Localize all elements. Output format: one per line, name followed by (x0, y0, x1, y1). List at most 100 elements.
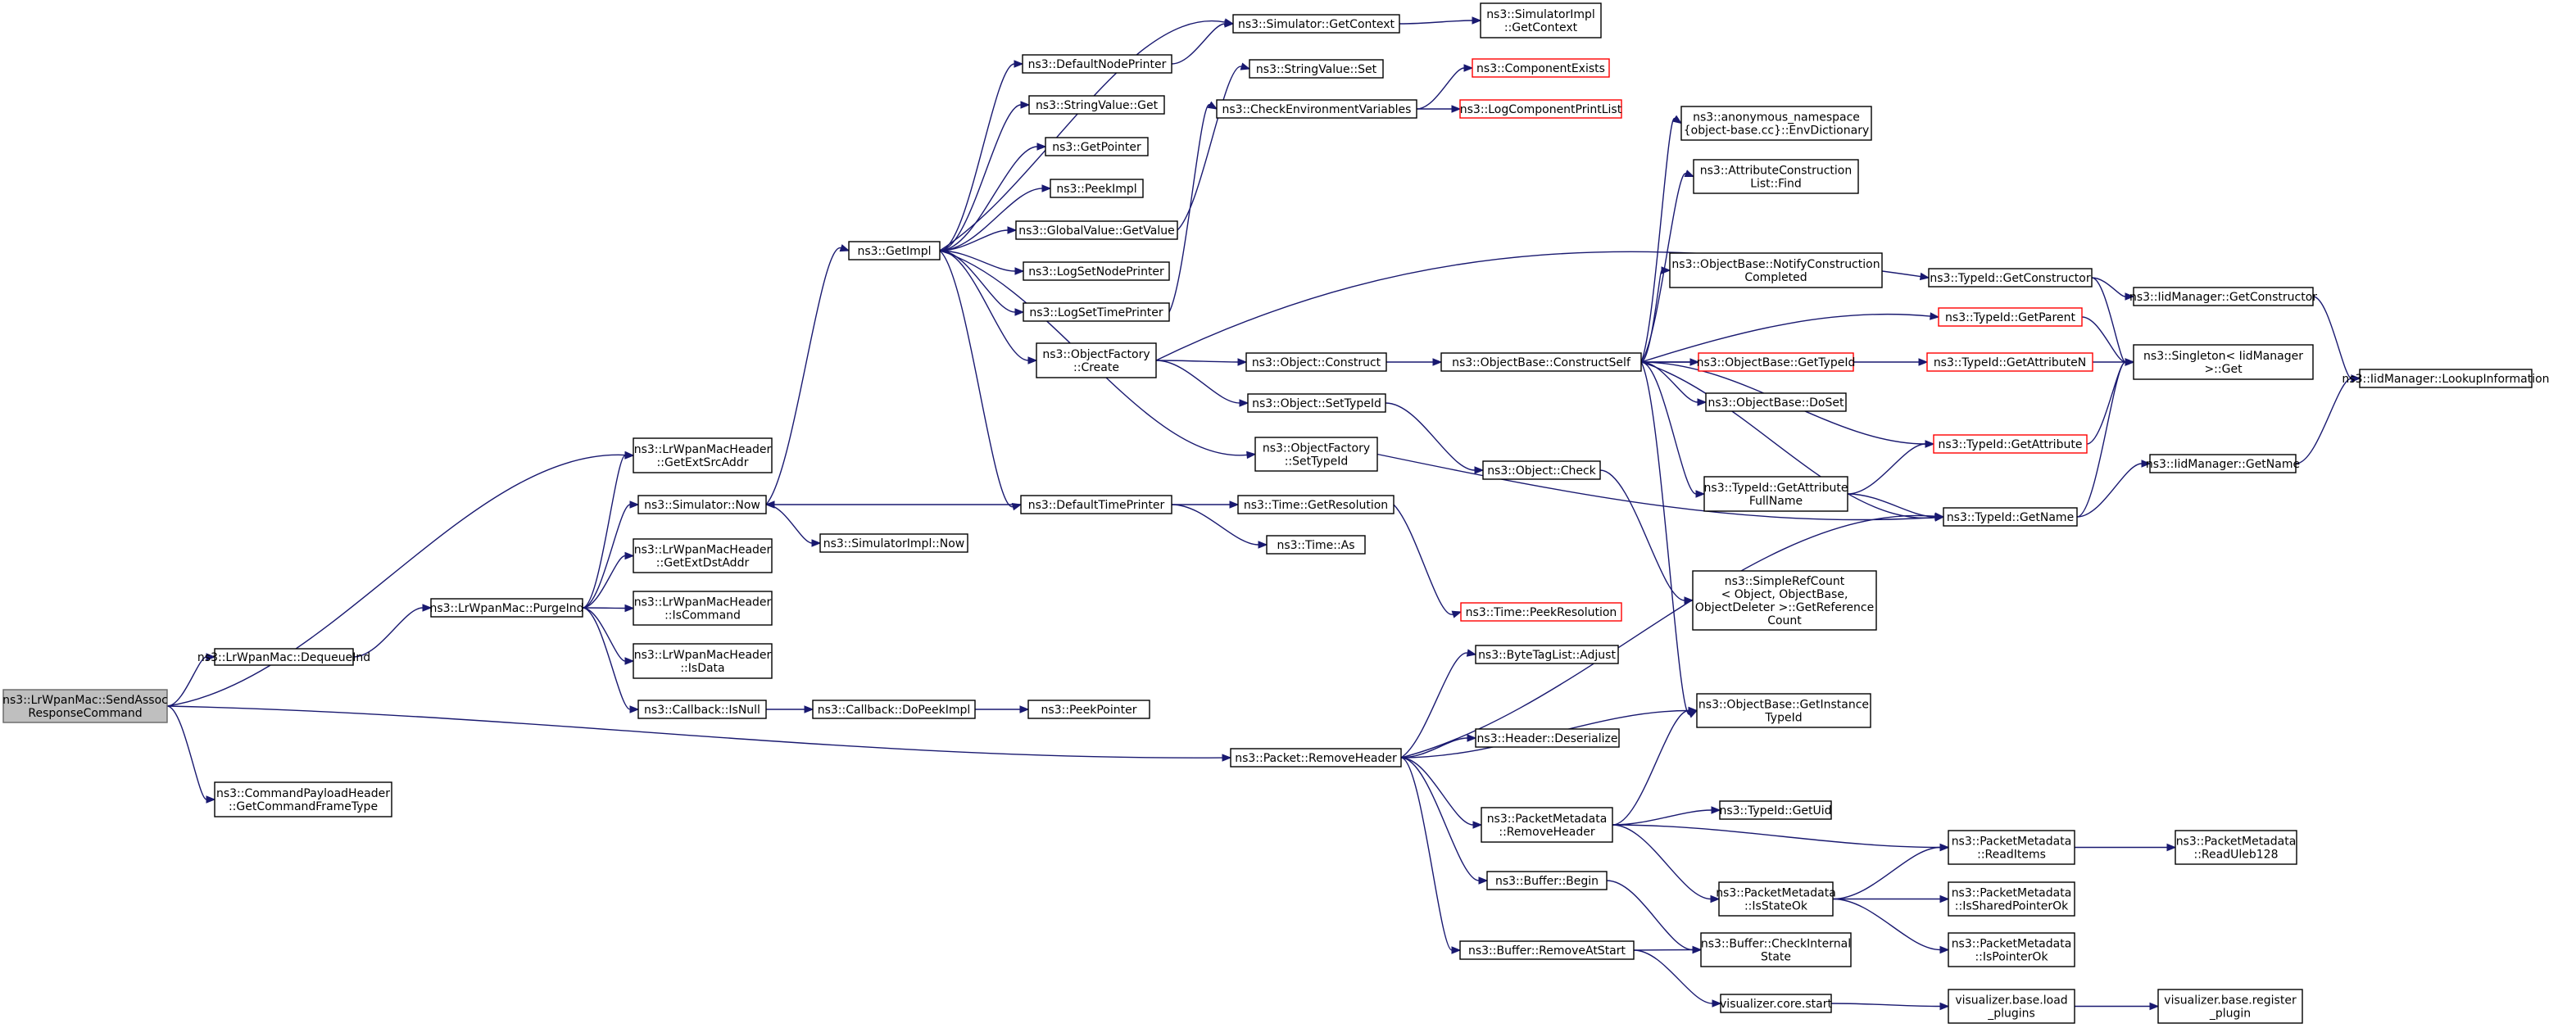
function-node-removeheader[interactable]: ns3::Packet::RemoveHeader (1230, 748, 1402, 768)
function-node-objfactorysettypeid[interactable]: ns3::ObjectFactory::SetTypeId (1254, 437, 1378, 472)
function-node-label: ns3::SimulatorImpl::Now (823, 537, 965, 550)
function-node-simnow[interactable]: ns3::Simulator::Now (637, 495, 767, 514)
call-edges (166, 16, 2361, 1011)
function-node-typeidgetattrn[interactable]: ns3::TypeId::GetAttributeN (1926, 352, 2093, 372)
call-edge-sendassoc-to-getextsrc (166, 451, 635, 707)
function-node-notifyconstr[interactable]: ns3::ObjectBase::NotifyConstructionCompl… (1669, 252, 1883, 288)
function-node-timepeekres[interactable]: ns3::Time::PeekResolution (1460, 602, 1622, 622)
function-node-headerdeser[interactable]: ns3::Header::Deserialize (1475, 728, 1620, 748)
function-node-peekimpl[interactable]: ns3::PeekImpl (1050, 179, 1144, 198)
function-node-pmisstateok[interactable]: ns3::PacketMetadata::IsStateOk (1716, 881, 1836, 917)
function-node-label: ::GetContext (1504, 21, 1578, 34)
function-node-defnodeprinter[interactable]: ns3::DefaultNodePrinter (1022, 54, 1172, 74)
function-node-label: ::GetCommandFrameType (229, 800, 378, 813)
function-node-viscorestart[interactable]: visualizer.core.start (1720, 994, 1832, 1013)
function-node-typeidgetconstructor[interactable]: ns3::TypeId::GetConstructor (1928, 268, 2093, 288)
function-node-getpointer[interactable]: ns3::GetPointer (1045, 137, 1149, 156)
function-node-label: ns3::PeekPointer (1041, 704, 1137, 717)
call-edge-iidgetconstructor-to-iidlookup (2312, 296, 2361, 383)
call-edge-getimpl-to-logsetnode (939, 250, 1025, 275)
call-edge-constructself-to-attrconstr (1640, 170, 1695, 363)
function-node-constructself[interactable]: ns3::ObjectBase::ConstructSelf (1440, 352, 1642, 372)
call-edge-simnow-to-getimpl (765, 244, 850, 505)
call-edge-typeidgetconstructor-to-singletonget (2091, 277, 2135, 366)
call-edge-deftimeprinter-to-timegetres (1171, 500, 1240, 509)
function-node-singletonget[interactable]: ns3::Singleton< IidManager>::Get (2133, 344, 2314, 380)
function-node-deftimeprinter[interactable]: ns3::DefaultTimePrinter (1020, 495, 1172, 514)
function-node-typeidgetparent[interactable]: ns3::TypeId::GetParent (1938, 307, 2083, 327)
function-node-visloadplugins[interactable]: visualizer.base.load_plugins (1948, 989, 2075, 1024)
function-node-label: ns3::LogSetNodePrinter (1028, 265, 1164, 279)
function-node-getextsrc[interactable]: ns3::LrWpanMacHeader::GetExtSrcAddr (633, 437, 773, 473)
call-edge-constructself-to-getinstancetypeid (1640, 361, 1698, 718)
function-node-stringvalueset[interactable]: ns3::StringValue::Set (1249, 59, 1384, 79)
call-edge-logsettime-to-checkenv (1168, 101, 1218, 313)
function-node-typeidgetuid[interactable]: ns3::TypeId::GetUid (1719, 800, 1832, 820)
function-node-simimplgetcontext[interactable]: ns3::SimulatorImpl::GetContext (1480, 2, 1602, 38)
function-node-label: ns3::Time::As (1277, 539, 1354, 552)
call-edge-constructself-to-notifyconstr (1640, 266, 1671, 363)
function-node-globalvalue[interactable]: ns3::GlobalValue::GetValue (1015, 220, 1178, 240)
function-node-bufferbegin[interactable]: ns3::Buffer::Begin (1486, 871, 1608, 890)
function-node-pmisptrok[interactable]: ns3::PacketMetadata::IsPointerOk (1948, 932, 2075, 967)
function-node-iidgetname[interactable]: ns3::IidManager::GetName (2146, 454, 2300, 473)
call-edge-removeheader-to-bytetagadjust (1400, 649, 1477, 759)
function-node-bytetagadjust[interactable]: ns3::ByteTagList::Adjust (1475, 645, 1619, 664)
function-node-objcheck[interactable]: ns3::Object::Check (1482, 460, 1601, 480)
function-node-pmremoveheader[interactable]: ns3::PacketMetadata::RemoveHeader (1481, 807, 1613, 843)
function-node-timegetres[interactable]: ns3::Time::GetResolution (1237, 495, 1395, 514)
function-node-getimpl[interactable]: ns3::GetImpl (848, 241, 941, 260)
function-node-objbasegettypeid[interactable]: ns3::ObjectBase::GetTypeId (1697, 352, 1856, 372)
function-node-simimplnow[interactable]: ns3::SimulatorImpl::Now (819, 533, 968, 553)
function-node-pmreaduleb[interactable]: ns3::PacketMetadata::ReadUleb128 (2175, 830, 2297, 865)
function-node-cmdpayload[interactable]: ns3::CommandPayloadHeader::GetCommandFra… (214, 781, 392, 817)
call-edge-deftimeprinter-to-timeas (1171, 504, 1268, 549)
function-node-label: ::Create (1073, 361, 1119, 374)
function-node-cbdopeek[interactable]: ns3::Callback::DoPeekImpl (812, 700, 976, 719)
function-node-objconstruct[interactable]: ns3::Object::Construct (1245, 352, 1387, 372)
function-node-dequeueind[interactable]: ns3::LrWpanMac::DequeueInd (197, 648, 370, 666)
function-node-label: ns3::LrWpanMacHeader (634, 443, 772, 456)
function-node-pmreaditems[interactable]: ns3::PacketMetadata::ReadItems (1948, 830, 2075, 865)
call-edge-purgeind-to-getextsrc (582, 451, 635, 609)
function-node-label: Count (1767, 614, 1802, 627)
function-node-visregplugin[interactable]: visualizer.base.register_plugin (2157, 989, 2303, 1024)
function-node-stringvalueget[interactable]: ns3::StringValue::Get (1028, 95, 1165, 115)
function-node-timeas[interactable]: ns3::Time::As (1266, 535, 1366, 555)
function-node-label: ns3::TypeId::GetAttributeN (1934, 356, 2086, 369)
function-node-logsetnode[interactable]: ns3::LogSetNodePrinter (1023, 261, 1170, 281)
function-node-purgeind[interactable]: ns3::LrWpanMac::PurgeInd (429, 598, 584, 618)
function-node-bufferremoveatstart[interactable]: ns3::Buffer::RemoveAtStart (1459, 940, 1635, 960)
function-node-simplerefcount[interactable]: ns3::SimpleRefCount< Object, ObjectBase,… (1692, 570, 1877, 631)
call-edge-cbdopeek-to-peekpointer (974, 705, 1030, 713)
function-node-label: ns3::IidManager::LookupInformation (2342, 373, 2549, 386)
function-node-envdict[interactable]: ns3::anonymous_namespace{object-base.cc}… (1680, 106, 1872, 141)
function-node-label: ns3::Callback::IsNull (644, 704, 760, 717)
function-node-logcompprint[interactable]: ns3::LogComponentPrintList (1459, 99, 1622, 119)
function-node-iscommand[interactable]: ns3::LrWpanMacHeader::IsCommand (633, 591, 773, 626)
function-node-simgetcontext[interactable]: ns3::Simulator::GetContext (1232, 14, 1400, 34)
function-node-logsettime[interactable]: ns3::LogSetTimePrinter (1023, 302, 1170, 322)
function-node-checkenv[interactable]: ns3::CheckEnvironmentVariables (1216, 99, 1417, 119)
function-node-iidlookup[interactable]: ns3::IidManager::LookupInformation (2342, 369, 2550, 388)
function-node-objsettypeid[interactable]: ns3::Object::SetTypeId (1247, 393, 1386, 413)
function-node-objbasedoset[interactable]: ns3::ObjectBase::DoSet (1705, 392, 1847, 412)
function-node-typeidgetattr[interactable]: ns3::TypeId::GetAttribute (1933, 434, 2088, 454)
call-edge-sendassoc-to-cmdpayload (166, 705, 216, 804)
function-node-iidgetconstructor[interactable]: ns3::IidManager::GetConstructor (2129, 287, 2317, 306)
function-node-cbisnull[interactable]: ns3::Callback::IsNull (637, 700, 767, 719)
function-node-peekpointer[interactable]: ns3::PeekPointer (1027, 700, 1150, 719)
function-node-compexists[interactable]: ns3::ComponentExists (1472, 58, 1610, 78)
function-node-label: ns3::Buffer::RemoveAtStart (1468, 944, 1626, 958)
function-node-typeidgetname[interactable]: ns3::TypeId::GetName (1943, 507, 2078, 527)
function-node-isdata[interactable]: ns3::LrWpanMacHeader::IsData (633, 643, 773, 679)
function-node-getextdst[interactable]: ns3::LrWpanMacHeader::GetExtDstAddr (633, 538, 773, 573)
function-node-objfactorycreate[interactable]: ns3::ObjectFactory::Create (1036, 342, 1157, 378)
function-node-pmissharedptr[interactable]: ns3::PacketMetadata::IsSharedPointerOk (1948, 881, 2075, 917)
function-node-label: ns3::ObjectBase::GetInstance (1698, 699, 1869, 712)
